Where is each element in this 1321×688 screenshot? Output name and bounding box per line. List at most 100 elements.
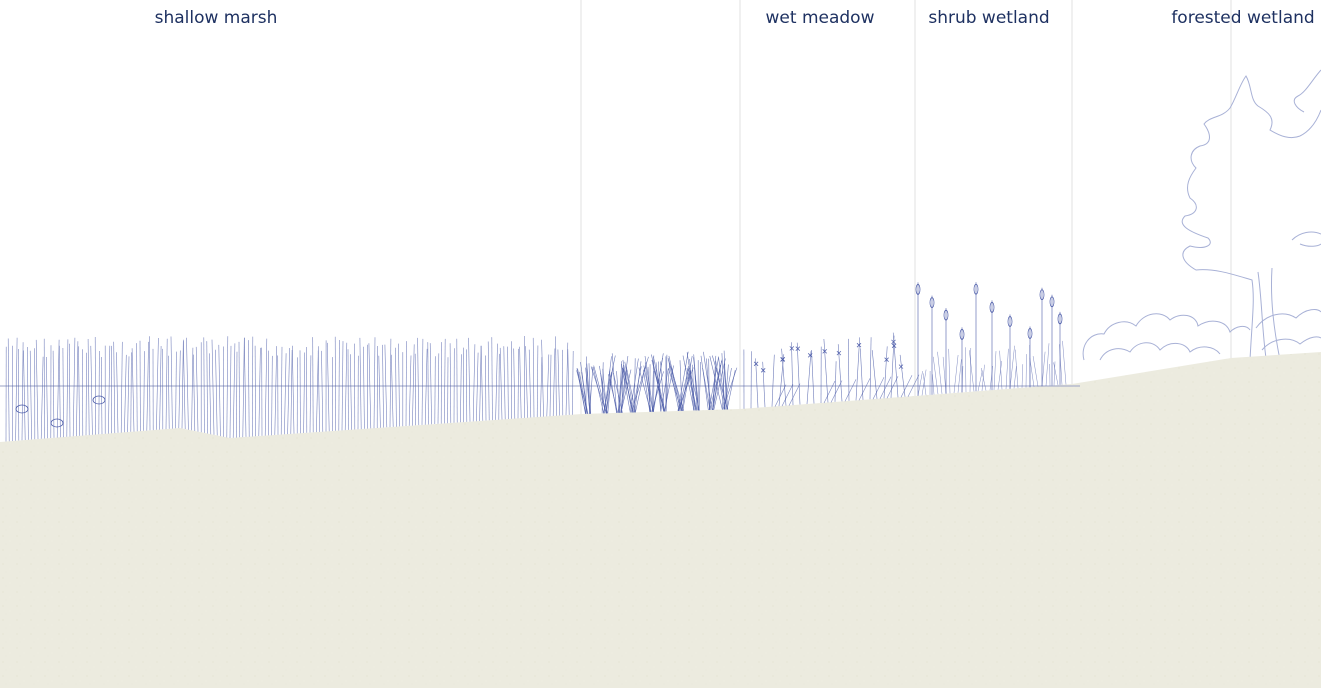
reed-stem	[434, 356, 436, 425]
sedge-blade	[713, 358, 726, 410]
wetland-grass	[977, 370, 983, 392]
reed-stem	[287, 347, 290, 435]
sedge-blade	[620, 369, 632, 413]
reed-stem	[572, 350, 574, 415]
shrub-canopy-outline	[1255, 309, 1321, 329]
reed-stem	[98, 350, 100, 435]
meadow-grass	[883, 346, 888, 399]
sedge-blade	[700, 355, 709, 410]
cattail-head	[1027, 328, 1033, 339]
wetland-grass	[993, 351, 997, 391]
reed-stem	[280, 346, 283, 435]
reed-stem	[165, 338, 168, 430]
forested-wetland-trees	[1082, 69, 1321, 361]
reed-stem	[15, 337, 18, 441]
reed-stem	[127, 356, 130, 433]
meadow-grass	[778, 354, 785, 407]
reed-stem	[389, 338, 392, 428]
wetland-grass	[965, 347, 967, 393]
reed-stem	[468, 337, 471, 422]
wetland-grass	[999, 350, 1003, 390]
reed-stem	[149, 336, 151, 431]
wetland-grass	[1045, 343, 1050, 387]
reed-stem	[29, 350, 32, 440]
sedge-blade	[692, 364, 695, 411]
meadow-flower	[795, 346, 801, 351]
cattail-head	[929, 297, 935, 308]
wetland-grass	[1029, 357, 1035, 387]
tree-trunk-outline	[1257, 267, 1281, 361]
reed-stem	[258, 347, 261, 437]
wetland-grass	[937, 351, 943, 394]
reed-stem	[555, 336, 557, 416]
zone-label-wet-meadow: wet meadow	[765, 8, 875, 28]
reed-stem	[321, 350, 324, 432]
meadow-grass	[871, 350, 878, 399]
reed-stem	[78, 346, 80, 436]
meadow-grass	[791, 342, 794, 406]
aquatic-animals	[15, 395, 106, 428]
wetland-grass	[1062, 340, 1067, 385]
wetland-grass	[917, 371, 923, 396]
reed-stem	[472, 344, 476, 422]
meadow-flower	[760, 368, 766, 373]
reed-stem	[427, 342, 429, 425]
reed-stem	[159, 345, 162, 430]
reed-stem	[368, 343, 372, 429]
sedge-blade	[635, 367, 646, 413]
reed-stem	[417, 337, 420, 426]
wetland-grass	[997, 360, 1003, 390]
meadow-grass	[899, 354, 906, 397]
meadow-flower	[898, 364, 904, 369]
reed-stem	[229, 345, 232, 439]
reed-stem	[359, 337, 362, 430]
reed-stem	[136, 343, 138, 432]
wetland-grass	[942, 356, 947, 394]
sedge-blade	[611, 353, 617, 413]
sedge-blade	[618, 371, 624, 413]
sedge-clumps	[576, 350, 738, 414]
reed-stem	[378, 355, 381, 428]
reed-stem	[565, 342, 569, 416]
reed-stem	[209, 353, 212, 435]
reed-stem	[236, 351, 238, 438]
reed-stem	[449, 343, 452, 423]
reed-stem	[242, 337, 245, 438]
reed-stem	[7, 338, 10, 442]
meadow-flower	[856, 342, 862, 348]
meadow-grass	[855, 337, 860, 401]
reed-stem	[66, 339, 69, 437]
zone-label-shallow-marsh: shallow marsh	[154, 8, 278, 28]
wetland-grass	[932, 356, 939, 395]
reed-stem	[405, 341, 407, 427]
cattail-head	[973, 283, 979, 295]
wetland-grass	[1053, 362, 1059, 386]
sedge-blade	[577, 368, 586, 414]
reed-stem	[116, 352, 119, 433]
meadow-grass	[806, 351, 812, 405]
reed-stem	[218, 344, 221, 437]
sedge-blade	[724, 363, 729, 410]
meadow-leaf	[774, 384, 787, 407]
reed-stem	[186, 337, 189, 430]
reed-stem	[238, 341, 240, 438]
reed-stem	[541, 339, 544, 417]
meadow-flower	[836, 350, 842, 356]
meadow-grass	[823, 338, 829, 403]
reed-stem	[206, 341, 208, 434]
reed-stem	[424, 348, 428, 425]
sedge-blade	[644, 362, 652, 412]
reed-stem	[391, 354, 394, 427]
zone-label-shrub-wetland: shrub wetland	[928, 8, 1050, 28]
wetland-grass	[1025, 354, 1027, 388]
wetland-grass	[932, 374, 935, 395]
meadow-grass	[848, 338, 850, 401]
reed-stem	[27, 346, 29, 440]
reed-stem	[244, 337, 247, 437]
sedge-blade	[694, 368, 698, 411]
sedge-blade	[609, 371, 617, 413]
reed-stem	[215, 349, 218, 436]
reed-stem	[146, 341, 149, 431]
